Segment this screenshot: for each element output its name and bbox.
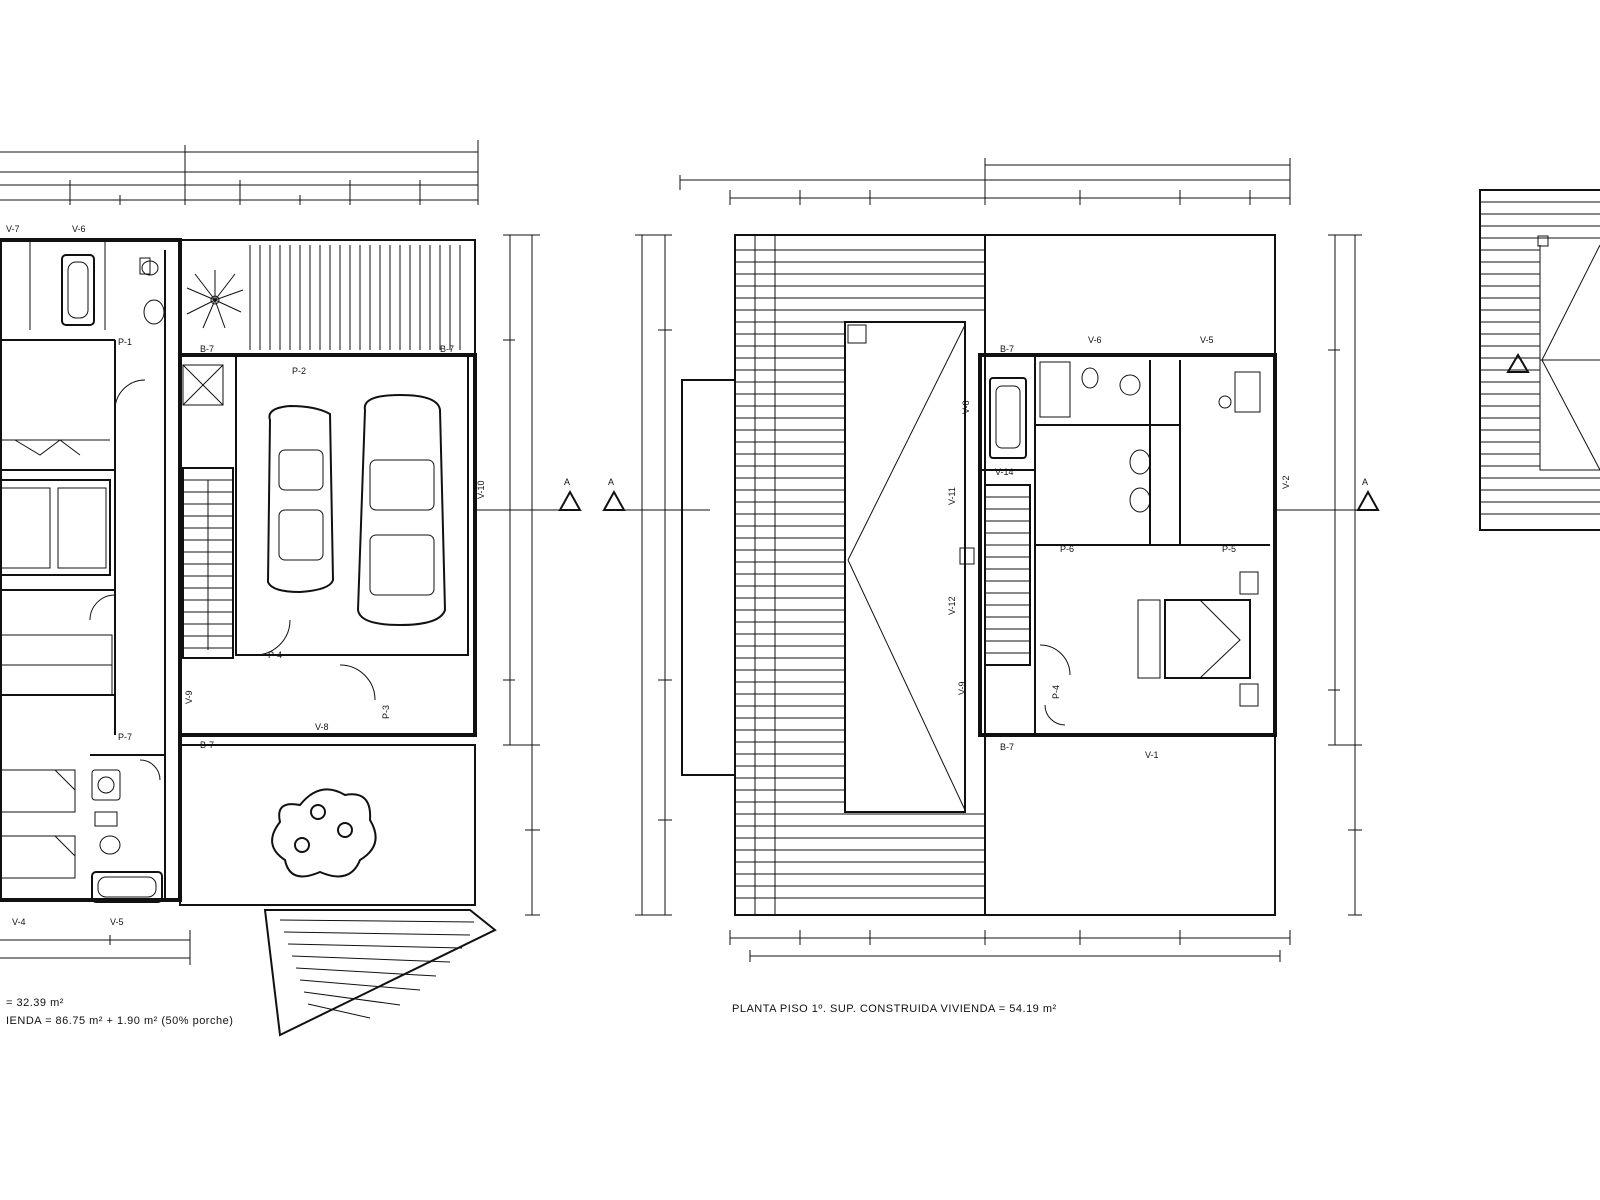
first-floor-bottom-dimensions bbox=[729, 930, 1291, 962]
window-label: V-14 bbox=[995, 467, 1014, 477]
door-label: P-6 bbox=[1060, 544, 1074, 554]
first-floor-left-dimensions bbox=[635, 234, 672, 916]
blind-label: B-7 bbox=[1000, 344, 1014, 354]
section-mark-ground: A bbox=[564, 477, 570, 487]
ground-floor-walls bbox=[0, 238, 477, 906]
ground-floor-bottom-dimensions bbox=[0, 930, 191, 965]
twin-bed-icon bbox=[0, 769, 76, 879]
window-label: V-8 bbox=[961, 400, 971, 414]
double-bed-icon bbox=[0, 439, 111, 576]
window-label: V-5 bbox=[110, 917, 124, 927]
first-floor-right-dimensions bbox=[1328, 234, 1362, 916]
ground-floor-caption-line2: IENDA = 86.75 m² + 1.90 m² (50% porche) bbox=[6, 1015, 233, 1027]
blind-label: B-7 bbox=[200, 740, 214, 750]
window-label: V-2 bbox=[1281, 475, 1291, 489]
first-floor-plan: A A V-6 V-5 V-8 V-11 V-12 V-14 V-9 V-2 V… bbox=[602, 158, 1380, 1015]
door-label: P-5 bbox=[1222, 544, 1236, 554]
wardrobe-icon bbox=[0, 634, 113, 696]
first-floor-caption: PLANTA PISO 1º. SUP. CONSTRUIDA VIVIENDA… bbox=[732, 1003, 1057, 1015]
window-label: V-7 bbox=[6, 224, 20, 234]
toilet-icon bbox=[139, 257, 165, 325]
section-marker-first-left bbox=[602, 489, 710, 511]
blind-label: B-7 bbox=[440, 344, 454, 354]
first-floor-double-bed-icon bbox=[1137, 571, 1259, 707]
first-floor-walls bbox=[978, 353, 1277, 737]
window-label: V-4 bbox=[12, 917, 26, 927]
first-floor-top-dimensions bbox=[679, 158, 1291, 205]
section-marker-first-right bbox=[1275, 489, 1380, 511]
bathtub-icon bbox=[61, 254, 95, 326]
ground-floor-pergola bbox=[249, 245, 461, 350]
window-label: V-12 bbox=[947, 596, 957, 615]
first-floor-bathtub-icon bbox=[989, 377, 1027, 459]
window-label: V-11 bbox=[947, 487, 957, 505]
entrance-steps bbox=[263, 909, 497, 1037]
car-icon-right bbox=[356, 393, 447, 627]
door-label: P-3 bbox=[381, 705, 391, 719]
section-marker-ground bbox=[475, 489, 582, 511]
ground-floor-plan: A V-7 V-6 V-10 V-4 V-5 V-8 V-9 P-1 P-2 P… bbox=[0, 140, 582, 1037]
blind-label: B-7 bbox=[200, 344, 214, 354]
ground-floor-top-dimensions bbox=[0, 140, 479, 205]
first-floor-bath-fixtures bbox=[1039, 361, 1261, 513]
window-label: V-6 bbox=[1088, 335, 1102, 345]
shaft-box bbox=[182, 364, 224, 406]
window-label: V-10 bbox=[476, 480, 486, 499]
first-floor-door-swings bbox=[1039, 644, 1071, 726]
staircase bbox=[182, 467, 234, 659]
window-label: V-1 bbox=[1145, 750, 1159, 760]
section-mark-first-left: A bbox=[608, 477, 614, 487]
door-label: P-4 bbox=[1051, 685, 1061, 699]
terrace-area bbox=[844, 321, 966, 813]
window-label: V-9 bbox=[957, 681, 967, 695]
window-label: V-5 bbox=[1200, 335, 1214, 345]
blind-label: B-7 bbox=[1000, 742, 1014, 752]
first-floor-staircase bbox=[959, 484, 1031, 666]
palm-plant-icon bbox=[186, 270, 244, 329]
tree-icon bbox=[271, 788, 377, 878]
roof-plan bbox=[1479, 189, 1600, 531]
door-label: P-4 bbox=[268, 650, 282, 660]
car-icon-left bbox=[266, 404, 335, 594]
ground-floor-right-dimensions bbox=[503, 234, 540, 916]
door-swings bbox=[89, 379, 376, 781]
window-label: V-9 bbox=[184, 690, 194, 704]
roof-tiles bbox=[735, 235, 985, 915]
door-label: P-2 bbox=[292, 366, 306, 376]
door-label: P-1 bbox=[118, 337, 132, 347]
section-mark-first-right: A bbox=[1362, 477, 1368, 487]
ground-floor-caption-line1: = 32.39 m² bbox=[6, 997, 64, 1009]
door-label: P-7 bbox=[118, 732, 132, 742]
bathroom-fixtures bbox=[91, 769, 163, 903]
window-label: V-8 bbox=[315, 722, 329, 732]
window-label: V-6 bbox=[72, 224, 86, 234]
